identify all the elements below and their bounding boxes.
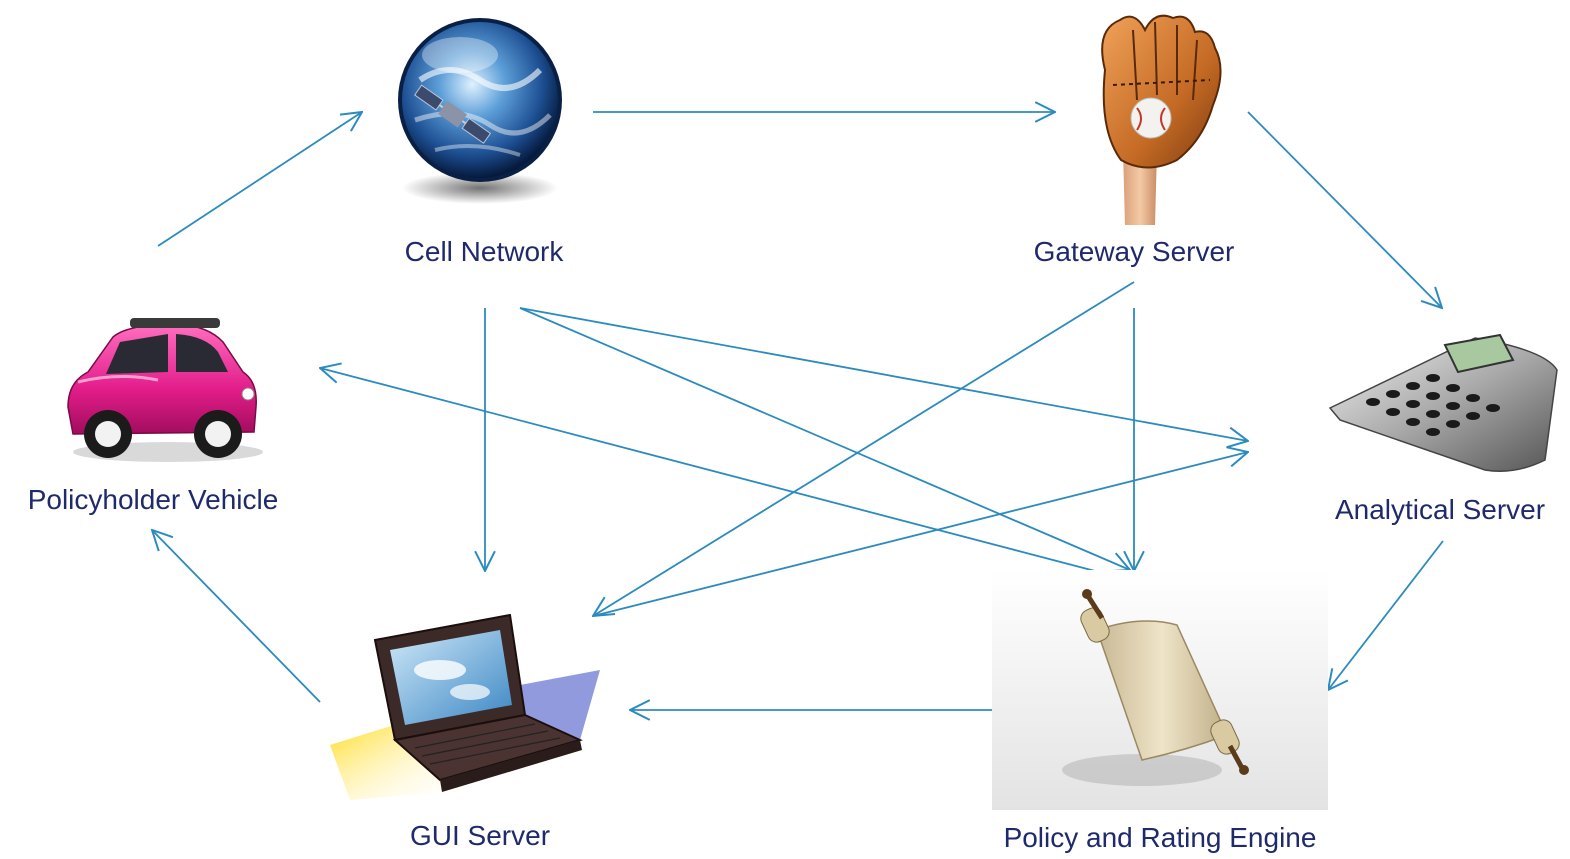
laptop-icon — [320, 600, 630, 815]
arrow-gateway-to-gui — [593, 281, 1135, 616]
node-label-analytical-server: Analytical Server — [1334, 494, 1546, 525]
node-label-gateway-server: Gateway Server — [1033, 236, 1235, 267]
scroll-icon — [992, 570, 1328, 815]
arrow-cell-to-policy — [519, 307, 1130, 570]
baseball-glove-icon — [1085, 10, 1235, 230]
node-label-policy-rating-engine: Policy and Rating Engine — [1003, 822, 1317, 853]
arrow-cell-to-analytical — [519, 307, 1248, 441]
arrow-vehicle-to-cell — [157, 112, 362, 247]
pink-car-icon — [58, 312, 263, 477]
arrow-gui-to-vehicle — [152, 530, 321, 703]
calculator-icon — [1325, 330, 1560, 485]
globe-satellite-icon — [390, 10, 570, 215]
arrow-gateway-to-analytical — [1247, 111, 1442, 308]
arrow-policy-to-vehicle — [320, 368, 1096, 572]
node-label-cell-network: Cell Network — [404, 236, 564, 267]
node-label-gui-server: GUI Server — [409, 820, 551, 851]
arrow-analytical-to-policy — [1328, 540, 1444, 690]
node-label-policyholder-vehicle: Policyholder Vehicle — [27, 484, 279, 515]
arrow-gui-to-analytical — [592, 452, 1248, 617]
